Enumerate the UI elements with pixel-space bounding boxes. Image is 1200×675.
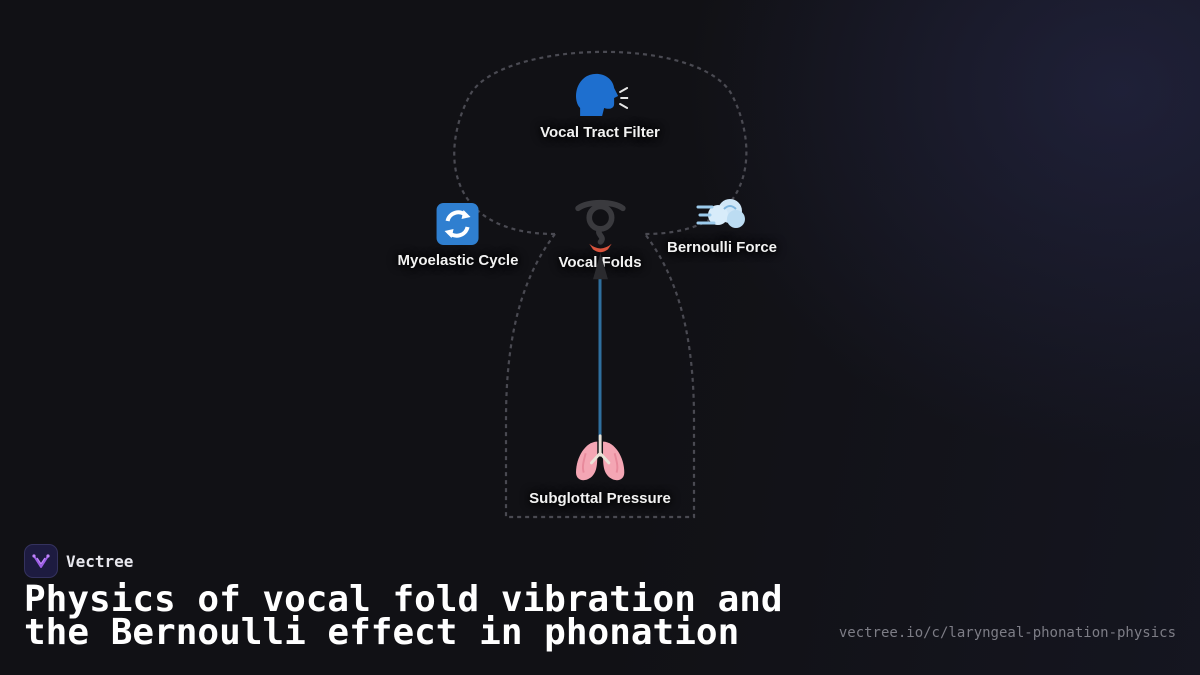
speaking-head-icon <box>572 68 628 124</box>
node-label: Subglottal Pressure <box>529 490 671 507</box>
node-vocal-folds: Vocal Folds <box>558 196 642 280</box>
wind-puff-icon <box>694 187 750 239</box>
node-vocal-tract-filter: Vocal Tract Filter <box>540 68 660 141</box>
brand-name: Vectree <box>66 551 134 571</box>
node-subglottal-pressure: Subglottal Pressure <box>529 428 671 507</box>
neck-outline <box>504 233 696 519</box>
node-myoelastic-cycle: Myoelastic Cycle <box>397 196 519 269</box>
brand: Vectree <box>24 544 133 578</box>
vocal-folds-icon <box>572 196 628 286</box>
page-title: Physics of vocal fold vibration and the … <box>24 579 783 653</box>
node-label: Myoelastic Cycle <box>397 252 519 269</box>
head-outline <box>453 50 748 236</box>
node-label: Bernoulli Force <box>666 239 778 256</box>
node-bernoulli-force: Bernoulli Force <box>667 187 777 256</box>
node-label: Vocal Tract Filter <box>540 124 660 141</box>
source-url[interactable]: vectree.io/c/laryngeal-phonation-physics <box>838 625 1176 641</box>
cycle-arrows-icon <box>430 196 486 252</box>
vectree-logo-icon <box>24 544 58 578</box>
lungs-icon <box>572 428 628 490</box>
